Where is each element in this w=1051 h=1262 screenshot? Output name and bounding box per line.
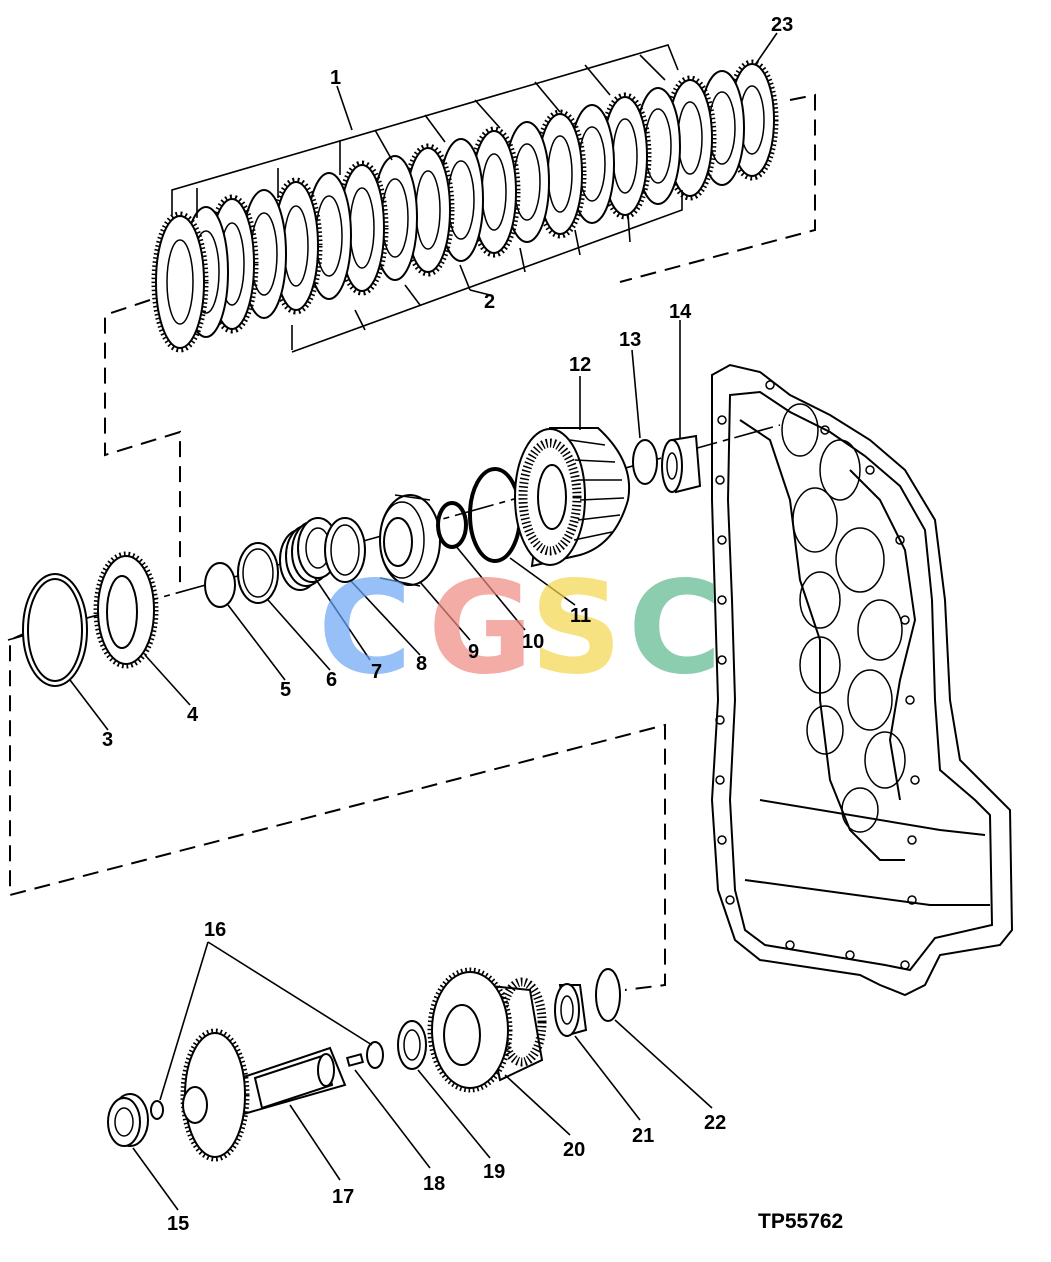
callout-3: 3 xyxy=(102,729,113,751)
part-13-snap-ring xyxy=(632,439,658,485)
callout-4: 4 xyxy=(187,704,199,726)
clutch-plate xyxy=(151,211,209,353)
watermark: C G S C xyxy=(318,554,722,703)
part-16-snap-ring xyxy=(150,1100,164,1120)
callout-13: 13 xyxy=(619,329,641,351)
dashed-guide-middle xyxy=(9,631,666,991)
clutch-plate xyxy=(635,87,681,205)
callout-5: 5 xyxy=(280,679,291,701)
part-4-gear-plate xyxy=(93,551,159,669)
callout-22: 22 xyxy=(704,1112,726,1134)
transmission-housing xyxy=(710,363,1014,997)
part-5-ring xyxy=(204,562,236,608)
callout-19: 19 xyxy=(483,1161,505,1183)
part-3-snap-ring xyxy=(22,573,88,687)
part-6-ring xyxy=(237,542,279,604)
callout-18: 18 xyxy=(423,1173,445,1195)
callout-11: 11 xyxy=(570,605,591,627)
part-22-snap-ring xyxy=(595,968,621,1022)
part-14-bearing xyxy=(661,434,702,494)
callout-2: 2 xyxy=(484,291,495,313)
callout-labels: 1 2 3 4 5 6 7 8 9 10 11 12 13 14 15 16 1… xyxy=(102,14,793,1235)
callout-17: 17 xyxy=(332,1186,354,1208)
callout-15: 15 xyxy=(167,1213,189,1235)
callout-6: 6 xyxy=(326,669,337,691)
callout-21: 21 xyxy=(632,1125,654,1147)
callout-12: 12 xyxy=(569,354,591,376)
watermark-letter-s: S xyxy=(530,554,622,703)
part-16-snap-ring xyxy=(366,1041,384,1069)
watermark-letter-g: G xyxy=(428,554,533,703)
leader-lines xyxy=(69,32,778,1211)
part-18-pin xyxy=(345,1053,365,1067)
watermark-letter-c2: C xyxy=(628,554,722,703)
watermark-letter-c1: C xyxy=(318,554,412,703)
callout-16: 16 xyxy=(204,919,226,941)
part-8-washer xyxy=(324,517,366,583)
clutch-plate xyxy=(533,109,587,239)
callout-7: 7 xyxy=(371,661,382,683)
dashed-guide-upper-right xyxy=(619,93,816,283)
callout-8: 8 xyxy=(416,653,427,675)
part-21-bearing xyxy=(554,983,588,1037)
part-10-seal-ring xyxy=(436,501,468,549)
part-17-gear-shaft xyxy=(180,1028,347,1162)
callout-9: 9 xyxy=(468,641,479,663)
part-15-bearing xyxy=(107,1093,149,1147)
callout-23: 23 xyxy=(771,14,793,36)
clutch-plate-stack xyxy=(151,44,779,353)
part-11-seal-ring xyxy=(468,467,522,563)
reference-code: TP55762 xyxy=(758,1210,843,1233)
part-20-gear xyxy=(427,967,547,1093)
part-12-clutch-drum xyxy=(514,427,631,568)
dashed-guide-upper xyxy=(104,299,181,590)
callout-20: 20 xyxy=(563,1139,585,1161)
callout-14: 14 xyxy=(669,301,692,323)
callout-1: 1 xyxy=(330,67,341,89)
part-19-bearing xyxy=(397,1020,427,1070)
callout-10: 10 xyxy=(522,631,544,653)
